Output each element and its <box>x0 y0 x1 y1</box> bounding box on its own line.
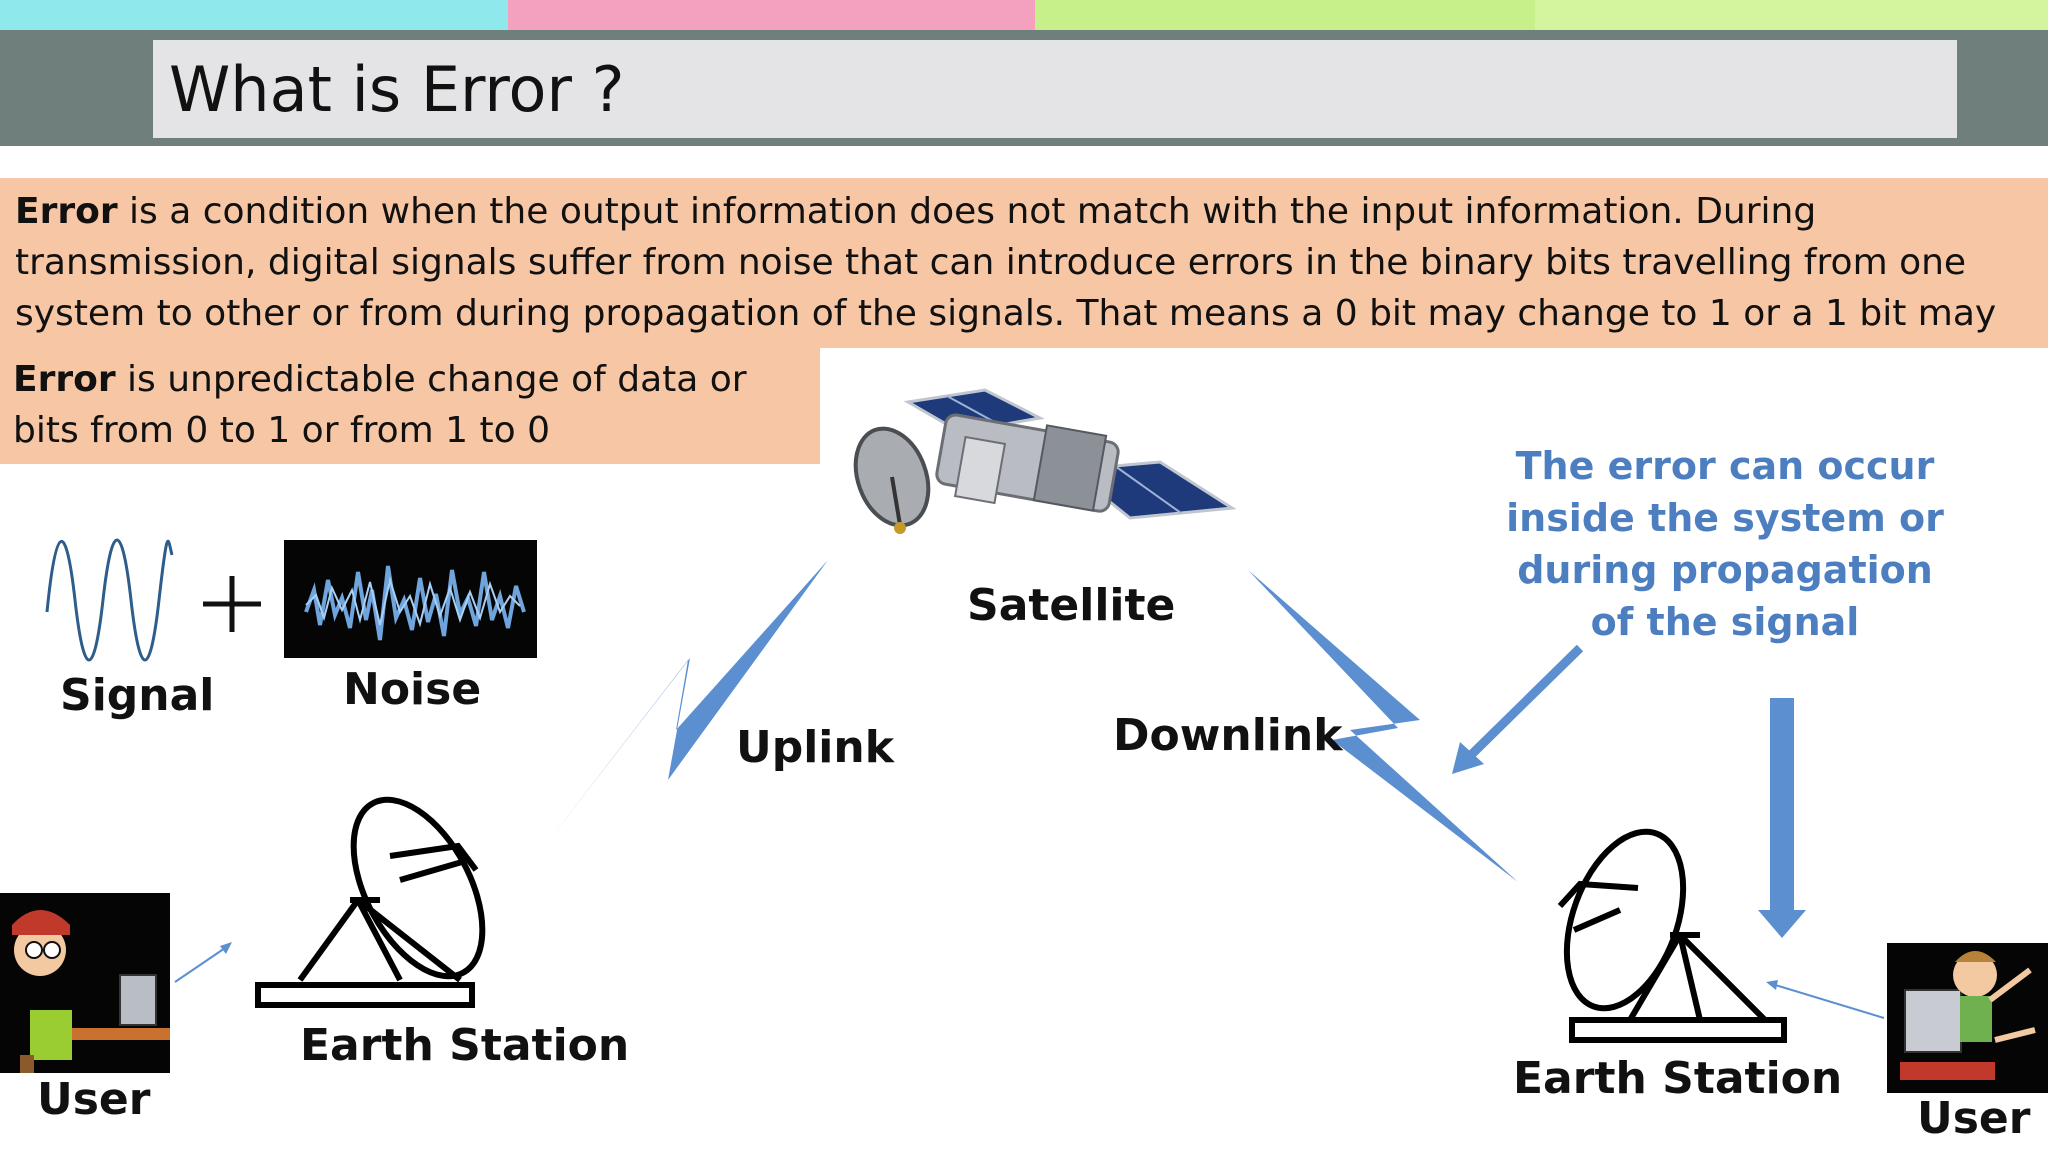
definition2-keyword: Error <box>13 359 116 400</box>
earth-station-right-label: Earth Station <box>1513 1053 1843 1104</box>
uplink-lightning-icon <box>540 560 828 852</box>
noise-label: Noise <box>343 664 482 715</box>
satellite-icon <box>853 388 1237 534</box>
user-right-icon <box>1887 943 2048 1093</box>
note-arrow-icon <box>1452 644 1584 774</box>
definition2-box <box>0 348 820 464</box>
top-strip-green <box>1035 0 1535 32</box>
user-right-arrow-icon <box>1766 980 1885 1019</box>
user-right-label: User <box>1917 1093 2031 1144</box>
page-title: What is Error ? <box>169 52 625 126</box>
downlink-lightning-icon <box>1248 570 1518 882</box>
satellite-label: Satellite <box>967 580 1176 631</box>
downlink-label: Downlink <box>1113 710 1343 761</box>
definition-keyword: Error <box>15 191 118 232</box>
user-left-icon <box>0 893 170 1073</box>
signal-label: Signal <box>60 670 215 721</box>
title-box: What is Error ? <box>153 40 1957 138</box>
earth-station-left-label: Earth Station <box>300 1020 630 1071</box>
noise-icon <box>284 540 537 658</box>
definition-box <box>0 178 2048 348</box>
top-strip-cyan <box>0 0 508 32</box>
definition2-body: is unpredictable change of data or bits … <box>13 359 747 451</box>
uplink-label: Uplink <box>736 722 894 773</box>
signal-wave-icon <box>45 538 174 662</box>
top-strip-lightgreen <box>1535 0 2048 32</box>
error-note: The error can occur inside the system or… <box>1506 444 1944 644</box>
user-left-label: User <box>37 1074 151 1125</box>
earth-station-left-icon <box>255 796 486 1008</box>
definition2-text: Error is unpredictable change of data or… <box>13 354 813 456</box>
down-arrow-icon <box>1758 698 1806 938</box>
top-strip-pink <box>508 0 1035 32</box>
user-left-arrow-icon <box>174 942 232 983</box>
plus-icon <box>203 576 261 632</box>
earth-station-right-icon <box>1557 828 1787 1043</box>
